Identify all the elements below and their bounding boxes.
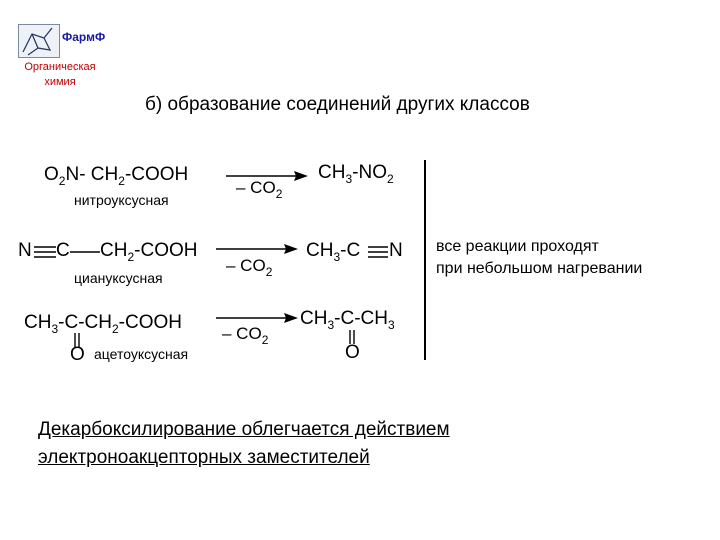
reaction-3-name: ацетоуксусная xyxy=(94,346,189,362)
reaction-1-name: нитроуксусная xyxy=(74,192,169,208)
reaction-2-reactant: CH2-COOH xyxy=(100,240,198,264)
reaction-2-condition: – CO2 xyxy=(226,256,273,279)
conditions-note: все реакции проходят при небольшом нагре… xyxy=(436,236,642,280)
reaction-3-product: CH3-C-CH3 xyxy=(300,308,395,332)
summary-line-1: Декарбоксилирование облегчается действие… xyxy=(38,419,450,440)
summary-line-2: электроноакцепторных заместителей xyxy=(38,447,370,468)
subject-title: Органическая химия xyxy=(8,60,112,90)
reaction-3-arrow-icon xyxy=(216,313,298,323)
product-double-bond-icon xyxy=(349,330,355,344)
reaction-2-name: циануксусная xyxy=(74,270,163,286)
subject-line-1: Органическая xyxy=(24,61,96,73)
section-heading: б) образование соединений других классов xyxy=(145,94,530,115)
vertical-divider xyxy=(424,160,426,360)
reaction-2-reactant-n: N xyxy=(18,240,32,261)
note-line-2: при небольшом нагревании xyxy=(436,260,643,277)
brand-name: ФармФ xyxy=(62,30,106,44)
reaction-2-product: CH3-C xyxy=(306,240,361,264)
reaction-1-condition: – CO2 xyxy=(236,178,283,201)
reaction-3-product-oxygen: O xyxy=(345,342,360,363)
subject-line-2: химия xyxy=(44,76,76,88)
reaction-1-reactant: O2N- CH2-COOH xyxy=(44,164,189,188)
reaction-3-double-bond-icon xyxy=(74,333,80,347)
reaction-2-arrow-icon xyxy=(216,244,298,254)
product-triple-bond-icon xyxy=(368,246,388,258)
reaction-2-product-n: N xyxy=(389,240,403,261)
reaction-3-oxygen: O xyxy=(70,344,85,365)
summary-text: Декарбоксилирование облегчается действие… xyxy=(38,416,450,472)
reaction-3-condition: – CO2 xyxy=(222,324,269,347)
reaction-1-product: CH3-NO2 xyxy=(318,162,394,186)
note-line-1: все реакции проходят xyxy=(436,238,599,255)
single-bond-icon xyxy=(70,251,100,253)
reaction-3-reactant: CH3-C-CH2-COOH xyxy=(24,312,182,336)
reaction-1-arrow-icon xyxy=(226,171,308,181)
triple-bond-icon xyxy=(34,246,56,258)
reaction-2-reactant-c: C xyxy=(56,240,70,261)
molecule-logo-icon xyxy=(18,24,60,58)
